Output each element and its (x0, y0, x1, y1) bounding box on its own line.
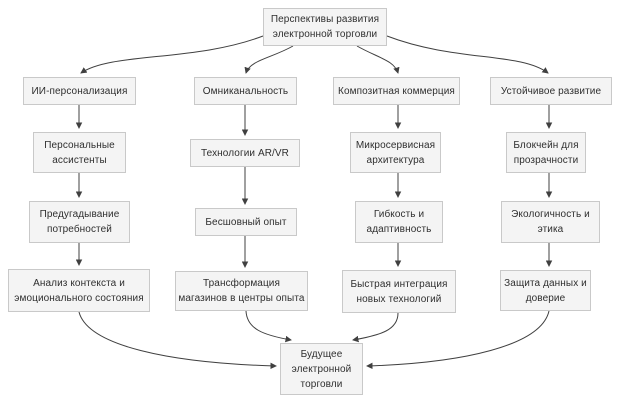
edge-col3-to-sink (352, 312, 399, 343)
edge-col4-to-sink (366, 310, 550, 370)
node-eco-ethics: Экологичность и этика (501, 201, 600, 243)
edge-col1-to-sink (78, 311, 277, 370)
node-blockchain-transparency: Блокчейн для прозрачности (506, 132, 586, 173)
node-data-protection-trust: Защита данных и доверие (500, 270, 591, 311)
node-future-ecommerce: Будущее электронной торговли (280, 343, 363, 395)
edge-col2-to-sink (245, 310, 292, 343)
edge-root-to-branch1 (80, 35, 264, 74)
node-fast-tech-integration: Быстрая интеграция новых технологий (342, 270, 456, 313)
edge-root-to-branch4 (386, 35, 549, 74)
node-microservice-architecture: Микросервисная архитектура (350, 132, 441, 173)
node-context-emotion-analysis: Анализ контекста и эмоционального состоя… (8, 269, 150, 312)
node-omnichannel: Омниканальность (194, 77, 297, 105)
node-composable-commerce: Композитная коммерция (333, 77, 460, 105)
node-ar-vr-technologies: Технологии AR/VR (190, 139, 300, 167)
node-store-transformation: Трансформация магазинов в центры опыта (175, 271, 308, 311)
node-flexibility-adaptivity: Гибкость и адаптивность (355, 201, 443, 243)
node-personal-assistants: Персональные ассистенты (33, 132, 126, 173)
node-needs-prediction: Предугадывание потребностей (29, 201, 130, 243)
node-ai-personalization: ИИ-персонализация (23, 77, 136, 105)
edge-root-to-branch3 (356, 45, 400, 74)
node-root: Перспективы развития электронной торговл… (263, 8, 387, 46)
node-sustainable-development: Устойчивое развитие (490, 77, 612, 105)
edge-root-to-branch2 (244, 45, 294, 74)
node-seamless-experience: Бесшовный опыт (195, 208, 297, 236)
